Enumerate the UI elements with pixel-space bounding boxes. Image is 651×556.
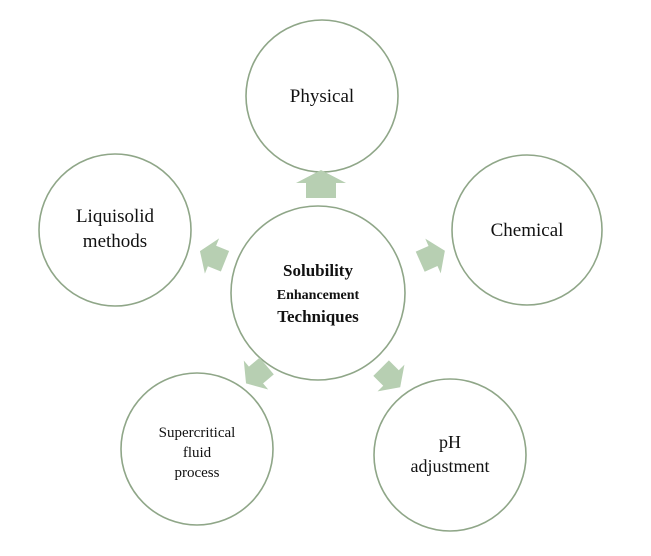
physical-label: Physical [290,86,354,107]
chemical-node: Chemical [451,154,603,306]
ph-adjustment-label-line1: pH [439,432,461,452]
center-label-line2: Enhancement [277,288,360,303]
arrow-to-chemical [415,238,445,274]
physical-node: Physical [245,19,399,173]
chemical-label: Chemical [491,220,564,241]
ph-adjustment-circle [373,378,527,532]
supercritical-label-line3: process [175,465,220,481]
liquisolid-circle [38,153,192,307]
center-label-line1: Solubility [283,261,353,280]
liquisolid-label-line2: methods [83,231,147,252]
supercritical-label-line1: Supercritical [159,425,236,441]
liquisolid-node: Liquisolid methods [38,153,192,307]
supercritical-node: Supercritical fluid process [120,372,274,526]
supercritical-label-line2: fluid [183,445,212,461]
ph-adjustment-label-line2: adjustment [411,456,490,476]
ph-adjustment-node: pH adjustment [373,378,527,532]
arrow-to-liquisolid [199,238,230,274]
liquisolid-label-line1: Liquisolid [76,206,155,227]
center-label-line3: Techniques [277,307,359,326]
arrow-to-physical [296,170,346,198]
center-node: Solubility Enhancement Techniques [230,205,406,381]
arrow-to-supercritical [243,357,274,390]
supercritical-circle [120,372,274,526]
chemical-circle [451,154,603,306]
center-circle [230,205,406,381]
